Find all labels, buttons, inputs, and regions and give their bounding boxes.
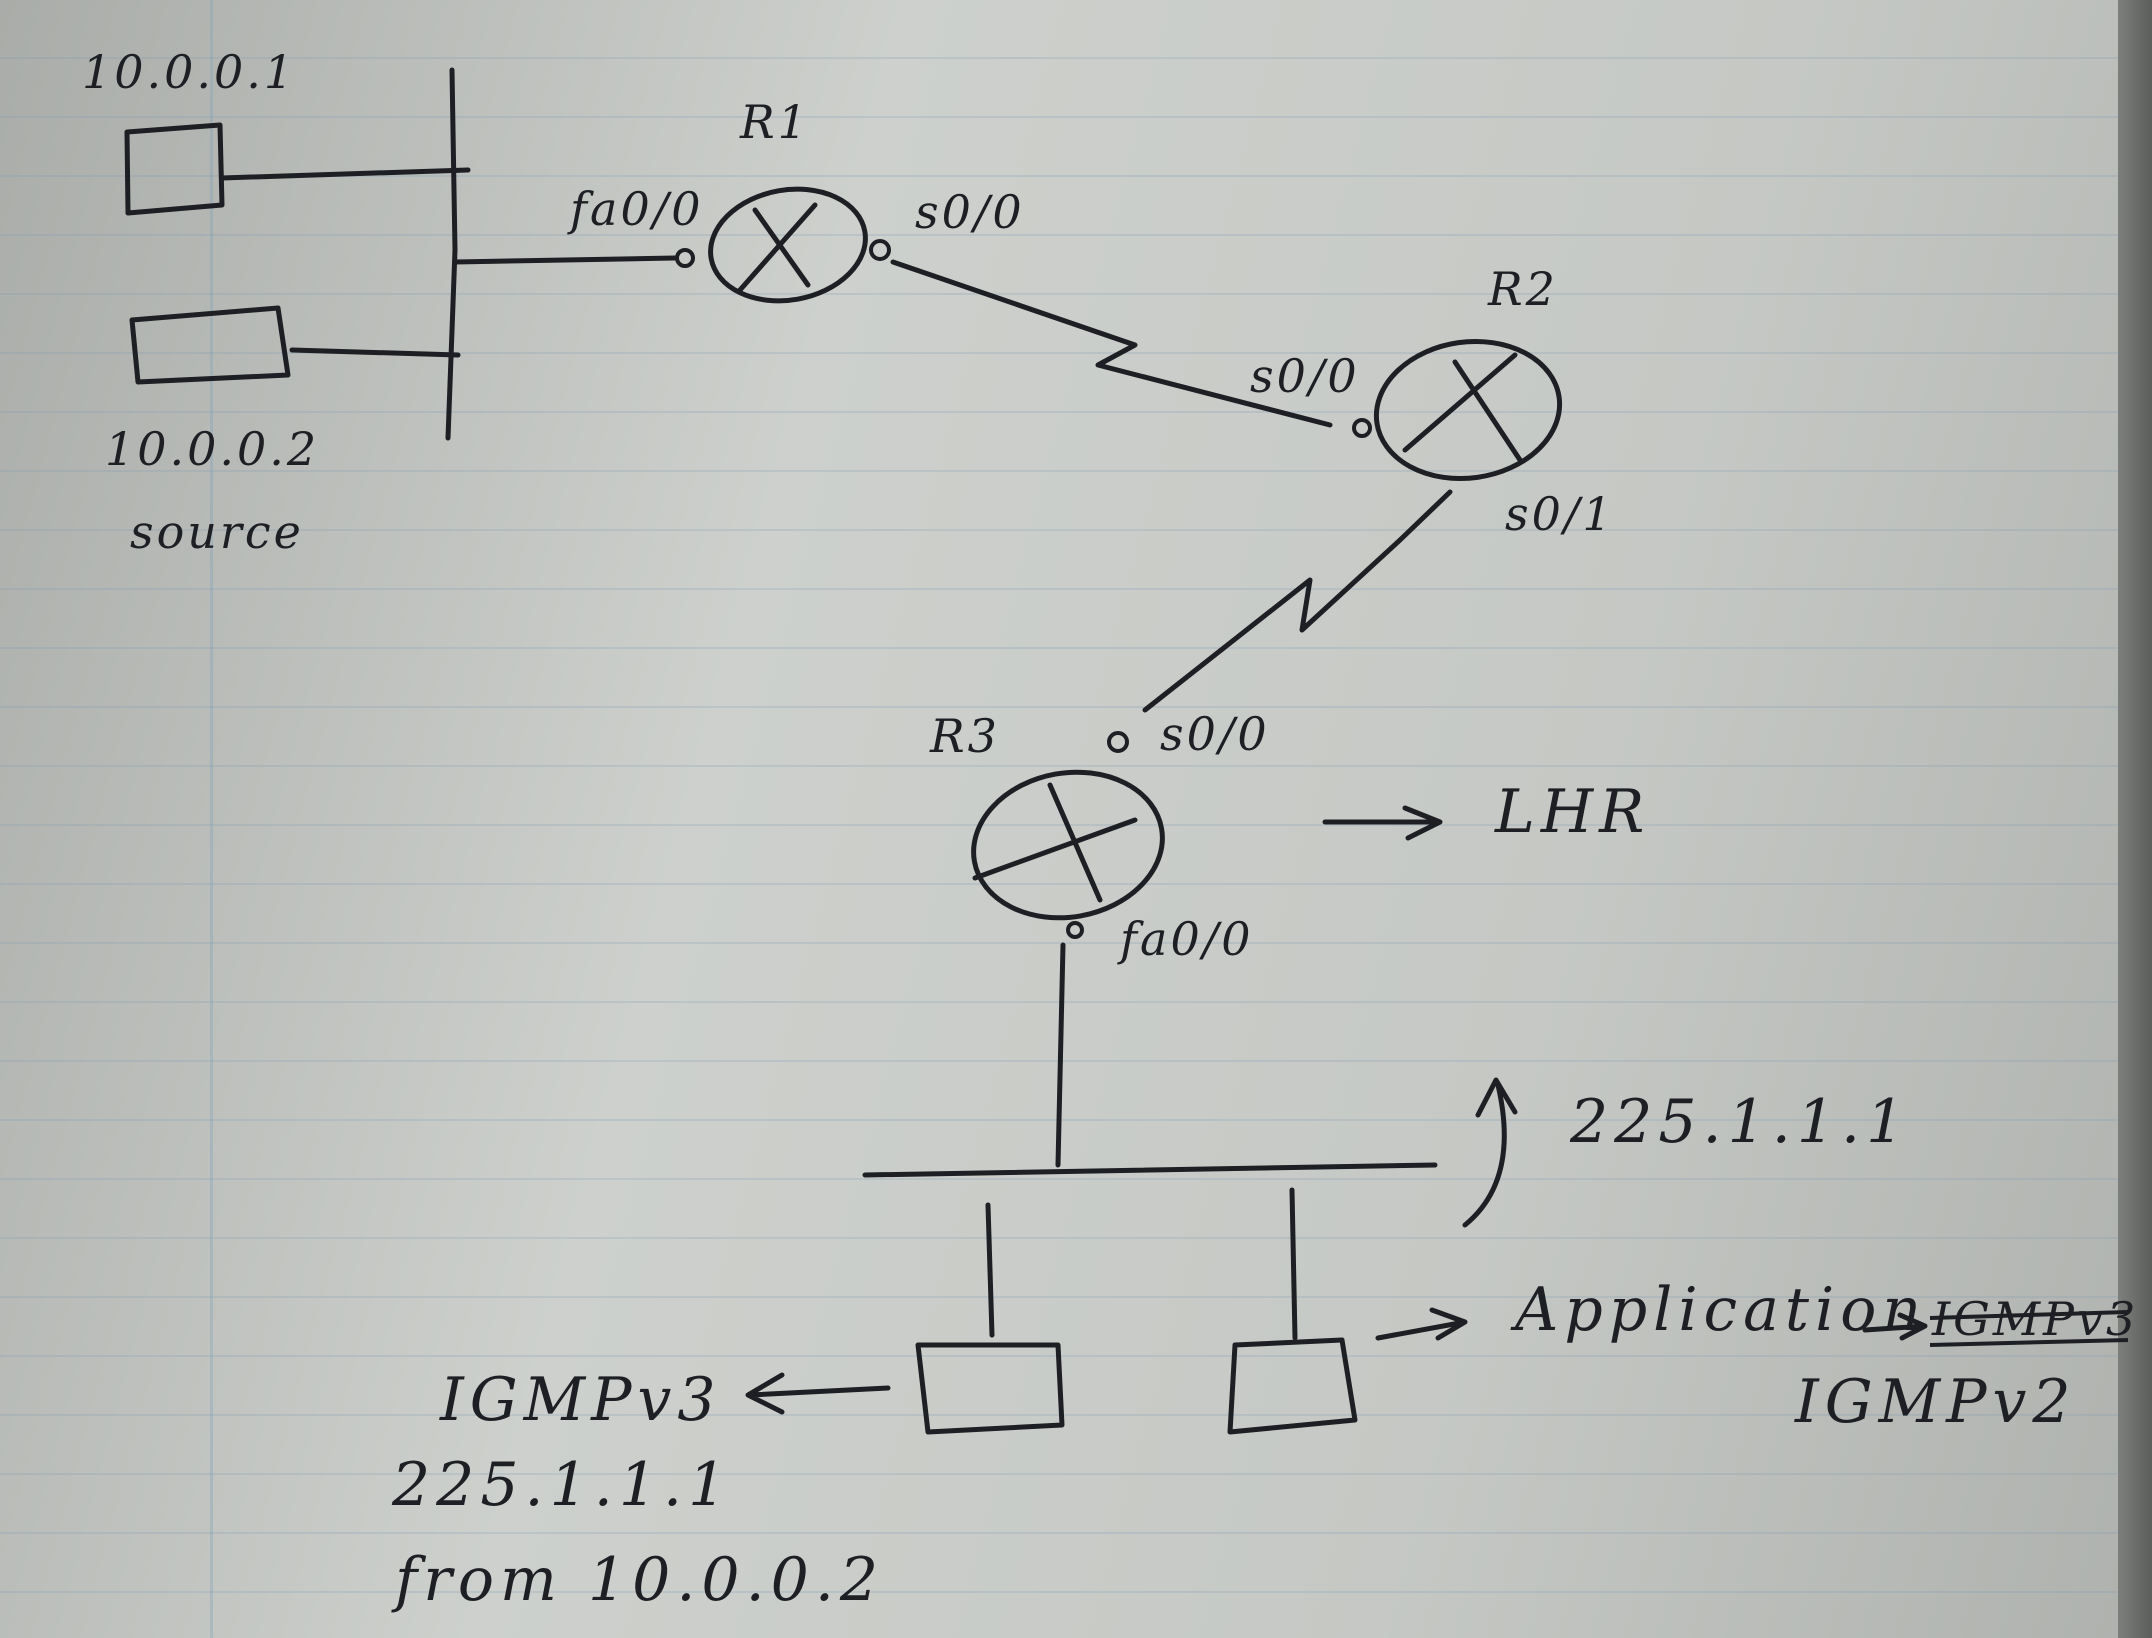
receiver-segment: 225.1.1.1 IGMPv3 225.1.1.1 from 10.0.0.2…: [391, 942, 2138, 1615]
protocol-arrow: [1862, 1312, 1928, 1341]
r3-router-icon: [971, 769, 1165, 921]
group-address-label: 225.1.1.1: [1569, 1087, 1910, 1157]
router-r2: R2 s0/0 s0/1: [1250, 262, 1615, 541]
group-curved-arrow: [1462, 1077, 1518, 1228]
r3-s00-port: [1107, 731, 1129, 753]
source-segment: 10.0.0.1 10.0.0.2 source: [82, 45, 678, 559]
r3-to-lan-link: [1055, 942, 1066, 1168]
router-r1: R1 fa0/0 s0/0: [567, 95, 1025, 304]
r3-fa00-port: [1066, 921, 1084, 939]
r1-fa00-port: [675, 248, 695, 268]
host1-link: [219, 167, 471, 181]
r3-cross: [972, 782, 1138, 903]
r1-name: R1: [739, 95, 810, 149]
host1-box: [124, 122, 225, 216]
left-receiver-box: [915, 1342, 1065, 1435]
r1-s00-port: [869, 239, 891, 261]
r1-cross: [737, 202, 818, 293]
r3-role-label: LHR: [1494, 777, 1650, 847]
r2-name: R2: [1487, 262, 1558, 316]
notebook-margin-line: [210, 0, 213, 1638]
source-label: source: [130, 505, 304, 559]
r2-router-icon: [1373, 338, 1563, 482]
r3-lhr-arrow: [1322, 805, 1443, 841]
host1-ip-label: 10.0.0.1: [82, 45, 296, 99]
host2-ip-label: 10.0.0.2: [105, 422, 319, 476]
host2-box: [129, 305, 291, 385]
notebook-edge: [2118, 0, 2152, 1638]
source-to-r1-link: [452, 255, 678, 265]
r1-router-icon: [708, 186, 868, 304]
right-receiver-box: [1227, 1337, 1358, 1435]
application-arrow: [1375, 1307, 1468, 1341]
strikethrough-mark: [1929, 1310, 2129, 1347]
igmpv3-arrow: [745, 1372, 891, 1415]
r2-s00-label: s0/0: [1250, 349, 1360, 403]
source-lan-bus: [445, 67, 458, 441]
right-receiver-drop: [1289, 1187, 1298, 1341]
r1-fa00-label: fa0/0: [567, 182, 703, 236]
right-receiver-application: Application: [1510, 1275, 1927, 1345]
r3-fa00-label: fa0/0: [1117, 912, 1253, 966]
left-receiver-drop: [985, 1202, 995, 1338]
right-receiver-protocol: IGMPv2: [1794, 1367, 2077, 1437]
serial-link-r1-r2: [890, 259, 1333, 428]
r2-s00-port: [1352, 418, 1372, 438]
right-receiver-struck-protocol: IGMPv3: [1931, 1292, 2138, 1346]
r3-name: R3: [929, 709, 1000, 763]
r3-s00-label: s0/0: [1160, 707, 1270, 761]
serial-link-r2-r3: [1142, 489, 1453, 713]
left-receiver-protocol: IGMPv3: [439, 1365, 722, 1435]
r2-cross: [1402, 352, 1523, 463]
r2-s01-label: s0/1: [1505, 487, 1615, 541]
receiver-lan-bus: [862, 1162, 1438, 1178]
left-receiver-join-source: from 10.0.0.2: [391, 1545, 884, 1615]
left-receiver-join-group: 225.1.1.1: [391, 1450, 732, 1520]
host2-link: [289, 347, 461, 358]
r1-s00-label: s0/0: [915, 185, 1025, 239]
router-r3: R3 s0/0 fa0/0 LHR: [929, 707, 1650, 966]
